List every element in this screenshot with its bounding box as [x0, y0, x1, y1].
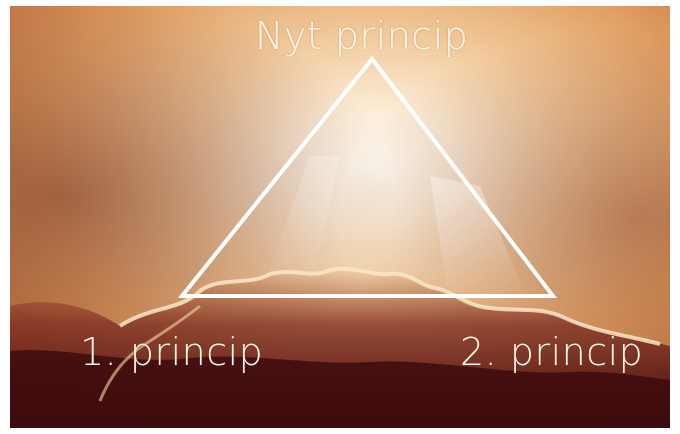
- right-vertex-label: 2. princip: [460, 333, 643, 371]
- left-vertex-label: 1. princip: [80, 333, 263, 371]
- top-vertex-label: Nyt princip: [255, 17, 468, 55]
